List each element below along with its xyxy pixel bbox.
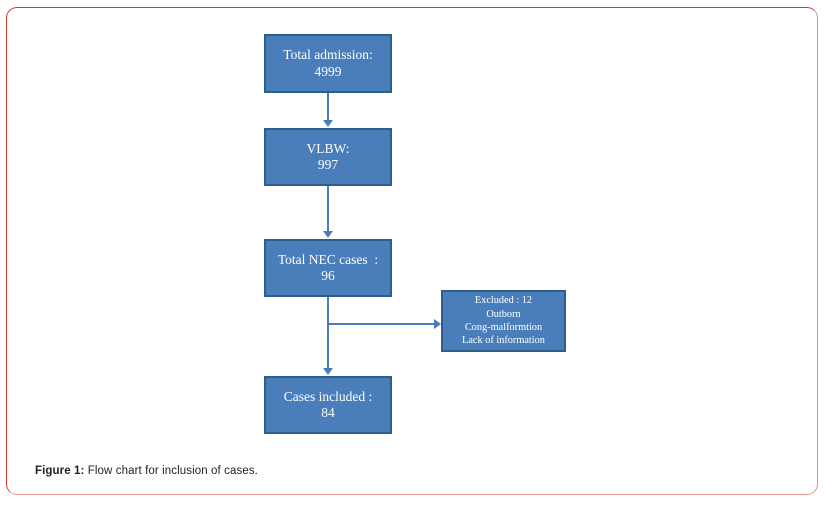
flow-chart-figure: Total admission: 4999 VLBW: 997 Total NE… [7, 8, 819, 448]
arrow-down-icon [323, 120, 333, 127]
flow-node-total-admission: Total admission: 4999 [264, 34, 392, 93]
connector-nec-to-excluded [327, 323, 434, 325]
flow-node-line: 997 [317, 157, 339, 172]
page-border-frame: Total admission: 4999 VLBW: 997 Total NE… [6, 7, 818, 495]
flow-node-vlbw: VLBW: 997 [264, 128, 392, 186]
flow-node-line: Cong-malformtion [464, 322, 543, 333]
flow-node-line: Total NEC cases : [277, 251, 379, 267]
figure-caption-text: Flow chart for inclusion of cases. [84, 465, 258, 477]
flow-node-line: VLBW: [306, 140, 350, 156]
flow-node-line: Lack of information [462, 335, 545, 347]
flow-node-line: Total admission: [283, 47, 373, 63]
flow-node-total-nec: Total NEC cases : 96 [264, 239, 392, 297]
figure-caption-label: Figure 1: [35, 465, 85, 477]
flow-node-line: Outborn [486, 308, 521, 320]
connector-admission-to-vlbw [327, 93, 329, 120]
flow-node-line: 84 [321, 405, 335, 420]
flow-node-cases-included: Cases included : 84 [264, 376, 392, 434]
flow-node-excluded: Excluded : 12 Outborn Cong-malformtion L… [441, 290, 566, 352]
connector-vlbw-to-nec [327, 186, 329, 231]
arrow-right-icon [434, 319, 441, 329]
flow-node-line: 96 [321, 268, 335, 283]
flow-node-line: Cases included : [283, 388, 373, 404]
arrow-down-icon [323, 368, 333, 375]
arrow-down-icon [323, 231, 333, 238]
figure-caption: Figure 1: Flow chart for inclusion of ca… [35, 465, 258, 477]
flow-node-line: Excluded : 12 [474, 295, 533, 307]
flow-node-line: 4999 [314, 63, 342, 79]
connector-nec-to-included [327, 297, 329, 368]
